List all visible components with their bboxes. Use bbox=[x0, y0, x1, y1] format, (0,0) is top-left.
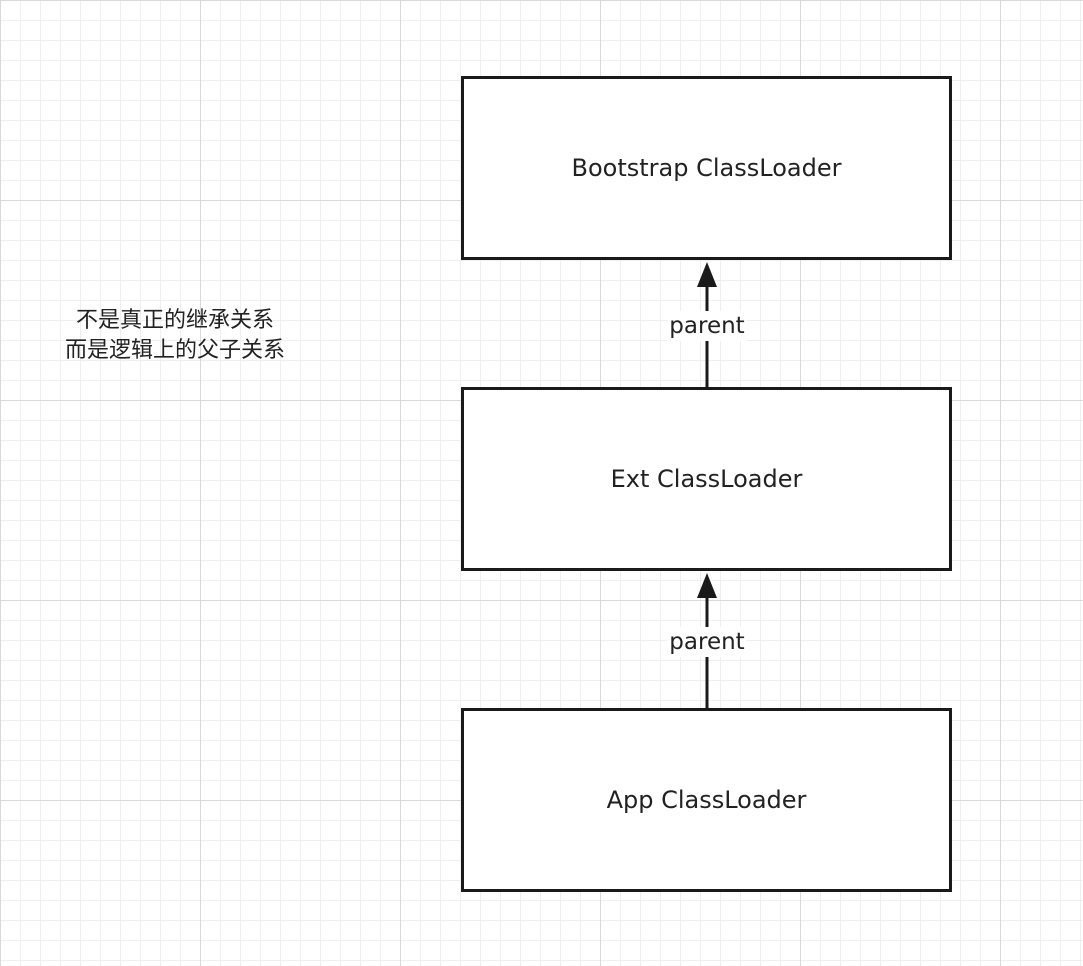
note-line: 不是真正的继承关系 bbox=[75, 308, 274, 333]
edge-label-parent: parent bbox=[667, 627, 747, 657]
arrowhead-icon bbox=[697, 573, 717, 598]
edge-label-parent: parent bbox=[667, 311, 747, 341]
annotation-note: 不是真正的继承关系 而是逻辑上的父子关系 bbox=[40, 306, 310, 366]
node-bootstrap-classloader[interactable]: Bootstrap ClassLoader bbox=[461, 76, 952, 260]
arrowhead-icon bbox=[697, 262, 717, 287]
node-label: App ClassLoader bbox=[606, 786, 807, 814]
node-ext-classloader[interactable]: Ext ClassLoader bbox=[461, 387, 952, 571]
node-app-classloader[interactable]: App ClassLoader bbox=[461, 708, 952, 892]
node-label: Bootstrap ClassLoader bbox=[571, 154, 842, 182]
note-line: 而是逻辑上的父子关系 bbox=[64, 338, 285, 363]
node-label: Ext ClassLoader bbox=[610, 465, 803, 493]
